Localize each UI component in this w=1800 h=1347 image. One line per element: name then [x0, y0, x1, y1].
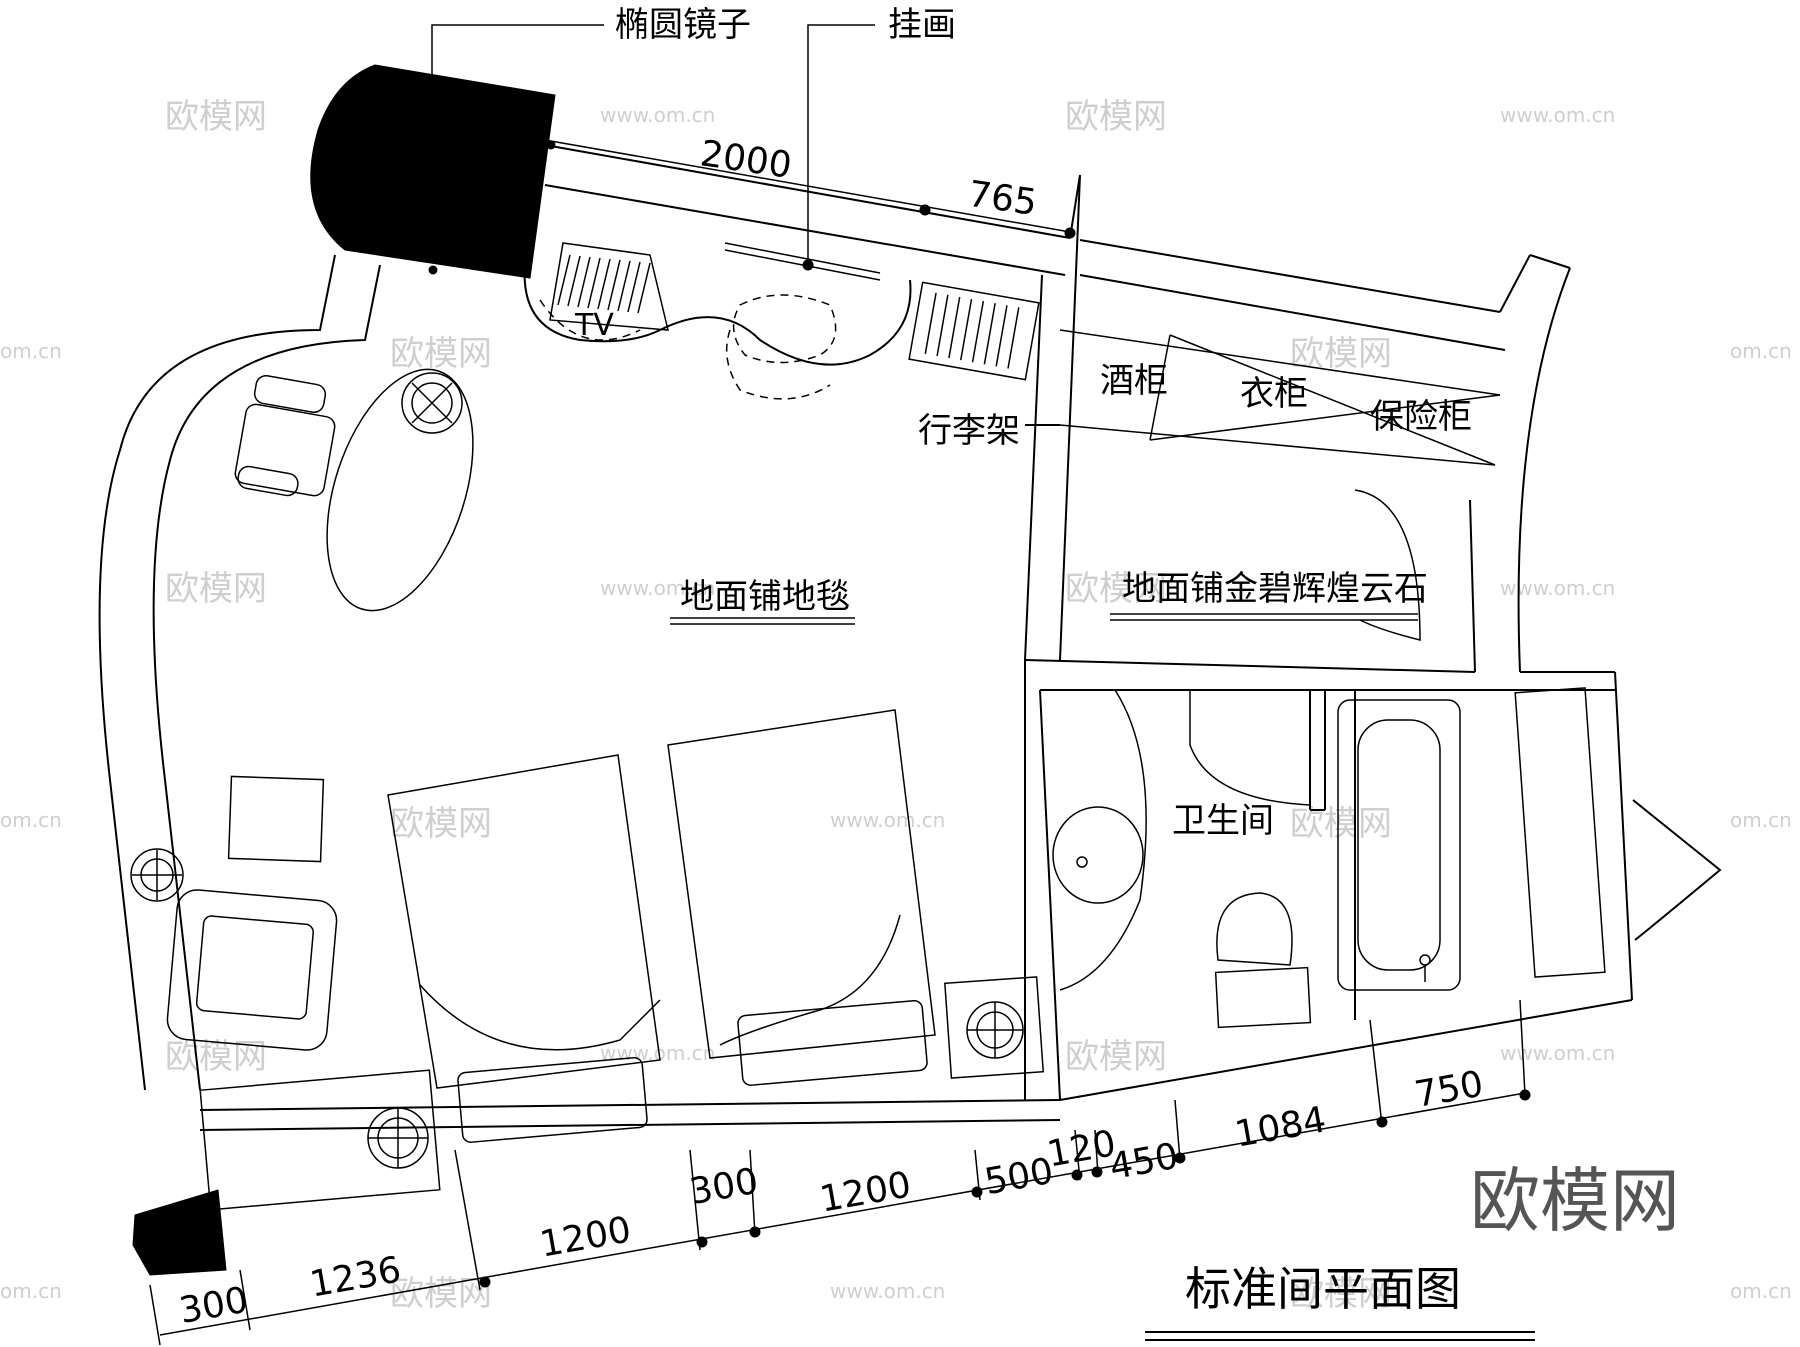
callouts: 椭圆镜子 挂画 — [431, 5, 956, 271]
watermark-url: www.om.cn — [600, 576, 715, 600]
watermark-url: www.om.cn — [1500, 576, 1615, 600]
dim-1084: 1084 — [1232, 1099, 1329, 1155]
bed-2 — [667, 709, 936, 1086]
furniture: TV — [130, 242, 1606, 1211]
bathroom-label: 卫生间 — [1172, 801, 1274, 841]
watermark-brand: 欧模网 — [1065, 569, 1167, 609]
watermark-url: www.om.cn — [1500, 103, 1615, 127]
bathtub — [1337, 699, 1461, 991]
watermark-brand: 欧模网 — [390, 1274, 492, 1314]
watermark-brand: 欧模网 — [390, 334, 492, 374]
watermark-brand: 欧模网 — [165, 569, 267, 609]
bed-1 — [387, 754, 661, 1143]
stone-floor-label: 地面铺金碧辉煌云石 — [1122, 569, 1428, 609]
watermark-url: om.cn — [1730, 1279, 1792, 1303]
bathroom-door — [1189, 690, 1311, 806]
lamp-left — [130, 848, 184, 902]
drawing-title: 标准间平面图 — [1185, 1262, 1461, 1316]
watermark-url: om.cn — [1730, 808, 1792, 832]
watermark-brand: 欧模网 — [165, 1037, 267, 1077]
watermark-brand: 欧模网 — [1065, 97, 1167, 137]
bottom-cabinet — [199, 1069, 441, 1211]
watermark-url: www.om.cn — [830, 808, 945, 832]
inner-curved-wall — [152, 264, 381, 1091]
dim-2000: 2000 — [698, 133, 794, 186]
watermark-url: www.om.cn — [600, 103, 715, 127]
wardrobe-label: 衣柜 — [1240, 374, 1308, 414]
watermarks: 欧模网 www.om.cn 欧模网 www.om.cn om.cn 欧模网 欧模… — [0, 97, 1792, 1314]
watermark-brand: 欧模网 — [1290, 1274, 1392, 1314]
drawing-title-block: 标准间平面图 — [1145, 1262, 1535, 1341]
watermark-url: om.cn — [1730, 339, 1792, 363]
bathroom-sink — [1052, 689, 1147, 991]
nightstand-left — [367, 1107, 429, 1169]
watermark-brand: 欧模网 — [165, 97, 267, 137]
tv-label: TV — [574, 308, 614, 343]
watermark-logo: 欧模网 — [1470, 1160, 1680, 1242]
safe-label: 保险柜 — [1370, 397, 1472, 437]
room-labels: 行李架 酒柜 衣柜 保险柜 地面铺地毯 地面铺金碧辉煌云石 卫生间 — [670, 361, 1472, 841]
walls — [98, 144, 1722, 1131]
watermark-url: om.cn — [0, 808, 62, 832]
luggage-rack-label: 行李架 — [918, 411, 1020, 451]
watermark-url: www.om.cn — [1500, 1041, 1615, 1065]
watermark-url: om.cn — [0, 1279, 62, 1303]
lamp-top — [401, 372, 463, 434]
ellipse-mirror — [310, 64, 556, 279]
watermark-url: om.cn — [0, 339, 62, 363]
outer-curved-wall — [98, 254, 336, 1091]
bath-shelf — [1514, 687, 1606, 978]
dim-450: 450 — [1107, 1136, 1182, 1188]
toilet — [1214, 892, 1312, 1029]
armchair-bottom — [166, 889, 338, 1051]
oval-table — [326, 368, 474, 612]
dim-1200-a: 1200 — [537, 1209, 634, 1265]
wardrobe-block — [1059, 329, 1501, 466]
watermark-brand: 欧模网 — [390, 804, 492, 844]
dim-750: 750 — [1412, 1064, 1487, 1116]
painting-label: 挂画 — [888, 5, 956, 45]
watermark-brand: 欧模网 — [1290, 334, 1392, 374]
closet-door — [1354, 489, 1421, 641]
watermark-url: www.om.cn — [830, 1279, 945, 1303]
dimensions-top: 2000 765 — [544, 133, 1076, 239]
wine-cabinet-label: 酒柜 — [1100, 361, 1168, 401]
tv-screen-lines — [557, 254, 651, 314]
dim-300-a: 300 — [176, 1280, 251, 1332]
tv-console — [523, 264, 912, 366]
bottom-left-column — [132, 1189, 227, 1276]
armchair-top — [234, 374, 336, 497]
dim-765: 765 — [966, 174, 1040, 224]
dim-1200-b: 1200 — [817, 1164, 914, 1220]
luggage-rack-slats — [924, 292, 1020, 369]
dim-300-b: 300 — [687, 1161, 762, 1213]
watermark-brand: 欧模网 — [1290, 804, 1392, 844]
dim-500: 500 — [982, 1151, 1057, 1203]
nightstand-right — [944, 976, 1045, 1079]
carpet-floor-label: 地面铺地毯 — [680, 577, 850, 617]
side-table — [227, 775, 325, 863]
mirror-label: 椭圆镜子 — [615, 5, 751, 45]
watermark-brand: 欧模网 — [1065, 1037, 1167, 1077]
tv — [549, 242, 669, 331]
